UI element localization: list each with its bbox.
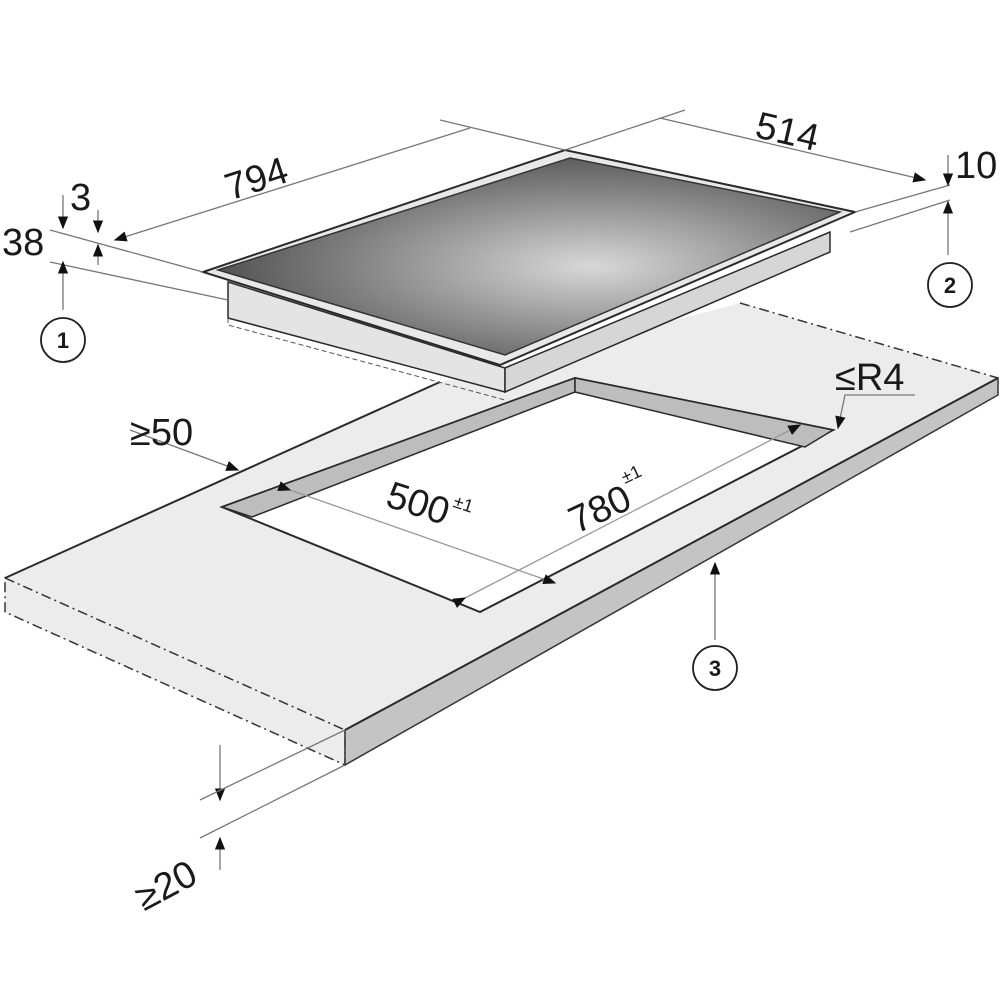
dimension-lines xyxy=(49,109,954,870)
label-min-50: ≥50 xyxy=(130,412,193,454)
callout-3: 3 xyxy=(692,645,738,691)
label-794: 794 xyxy=(220,150,293,210)
hob-body-side xyxy=(504,230,831,394)
callout-1: 1 xyxy=(40,317,86,363)
hob-glass xyxy=(215,157,843,356)
hob xyxy=(199,148,859,401)
label-10: 10 xyxy=(955,145,997,187)
svg-text:3: 3 xyxy=(709,656,721,681)
label-radius: ≤R4 xyxy=(835,357,904,399)
label-3: 3 xyxy=(70,177,91,219)
svg-text:2: 2 xyxy=(944,273,956,298)
label-38: 38 xyxy=(2,222,44,264)
callout-2: 2 xyxy=(927,262,973,308)
label-514: 514 xyxy=(752,105,823,160)
svg-text:1: 1 xyxy=(57,328,69,353)
label-min-20: ≥20 xyxy=(129,853,204,920)
